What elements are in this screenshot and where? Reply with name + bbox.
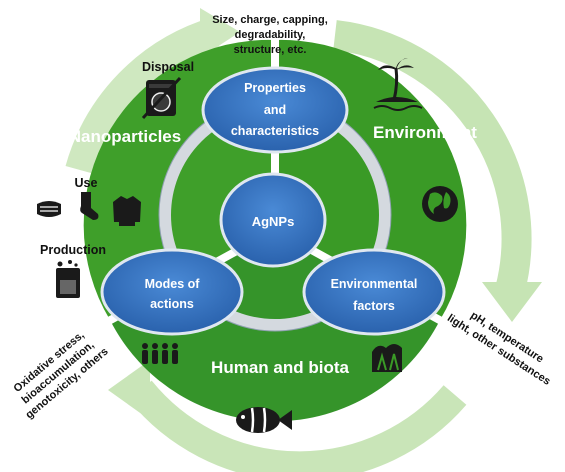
note-properties-line2: degradability, [235, 29, 306, 41]
node-modes[interactable]: Modes of actions [100, 248, 244, 336]
node-env-factors-line2: factors [353, 299, 395, 313]
arrow-bottom [128, 380, 467, 472]
palm-island-icon [373, 58, 423, 111]
node-properties-line3: characteristics [231, 124, 319, 138]
plants-landscape-icon [372, 344, 402, 372]
node-properties-line2: and [264, 103, 286, 117]
node-env-factors[interactable]: Environmental factors [302, 248, 446, 336]
node-modes-line1: Modes of [145, 277, 201, 291]
people-group-icon [142, 343, 178, 364]
arrow-right [333, 20, 532, 294]
label-disposal: Disposal [142, 60, 194, 74]
washing-machine-crossed-icon [141, 76, 182, 120]
cycle-arrows [65, 8, 542, 472]
sector-label-environment: Environment [373, 123, 477, 142]
face-mask-icon [37, 201, 61, 217]
arrow-head-top [200, 8, 240, 58]
node-modes-line2: actions [150, 297, 194, 311]
sector-label-nanoparticles: Nanoparticles [69, 127, 181, 146]
note-properties-line1: Size, charge, capping, [212, 14, 328, 26]
note-modes: Oxidative stress, bioaccumulation, genot… [11, 329, 110, 421]
node-properties-line1: Properties [244, 81, 306, 95]
arrow-head-right [482, 282, 542, 322]
note-properties: Size, charge, capping, degradability, st… [212, 14, 328, 56]
node-env-factors-line1: Environmental [331, 277, 418, 291]
node-center[interactable]: AgNPs [219, 172, 327, 268]
label-use: Use [75, 176, 98, 190]
note-env-factors: pH, temperature light, other substances [445, 309, 553, 387]
clownfish-icon [236, 407, 292, 433]
sector-label-human-biota: Human and biota [211, 358, 349, 377]
lab-beaker-icon [56, 260, 80, 298]
note-properties-line3: structure, etc. [234, 44, 307, 56]
node-properties[interactable]: Properties and characteristics [201, 66, 349, 154]
long-sleeve-shirt-icon [113, 196, 141, 226]
label-production: Production [40, 243, 106, 257]
arrow-top-left [65, 17, 220, 175]
sock-icon [80, 192, 99, 220]
arrow-head-bottom [108, 360, 150, 420]
center-label: AgNPs [252, 214, 295, 229]
globe-icon [422, 186, 458, 222]
